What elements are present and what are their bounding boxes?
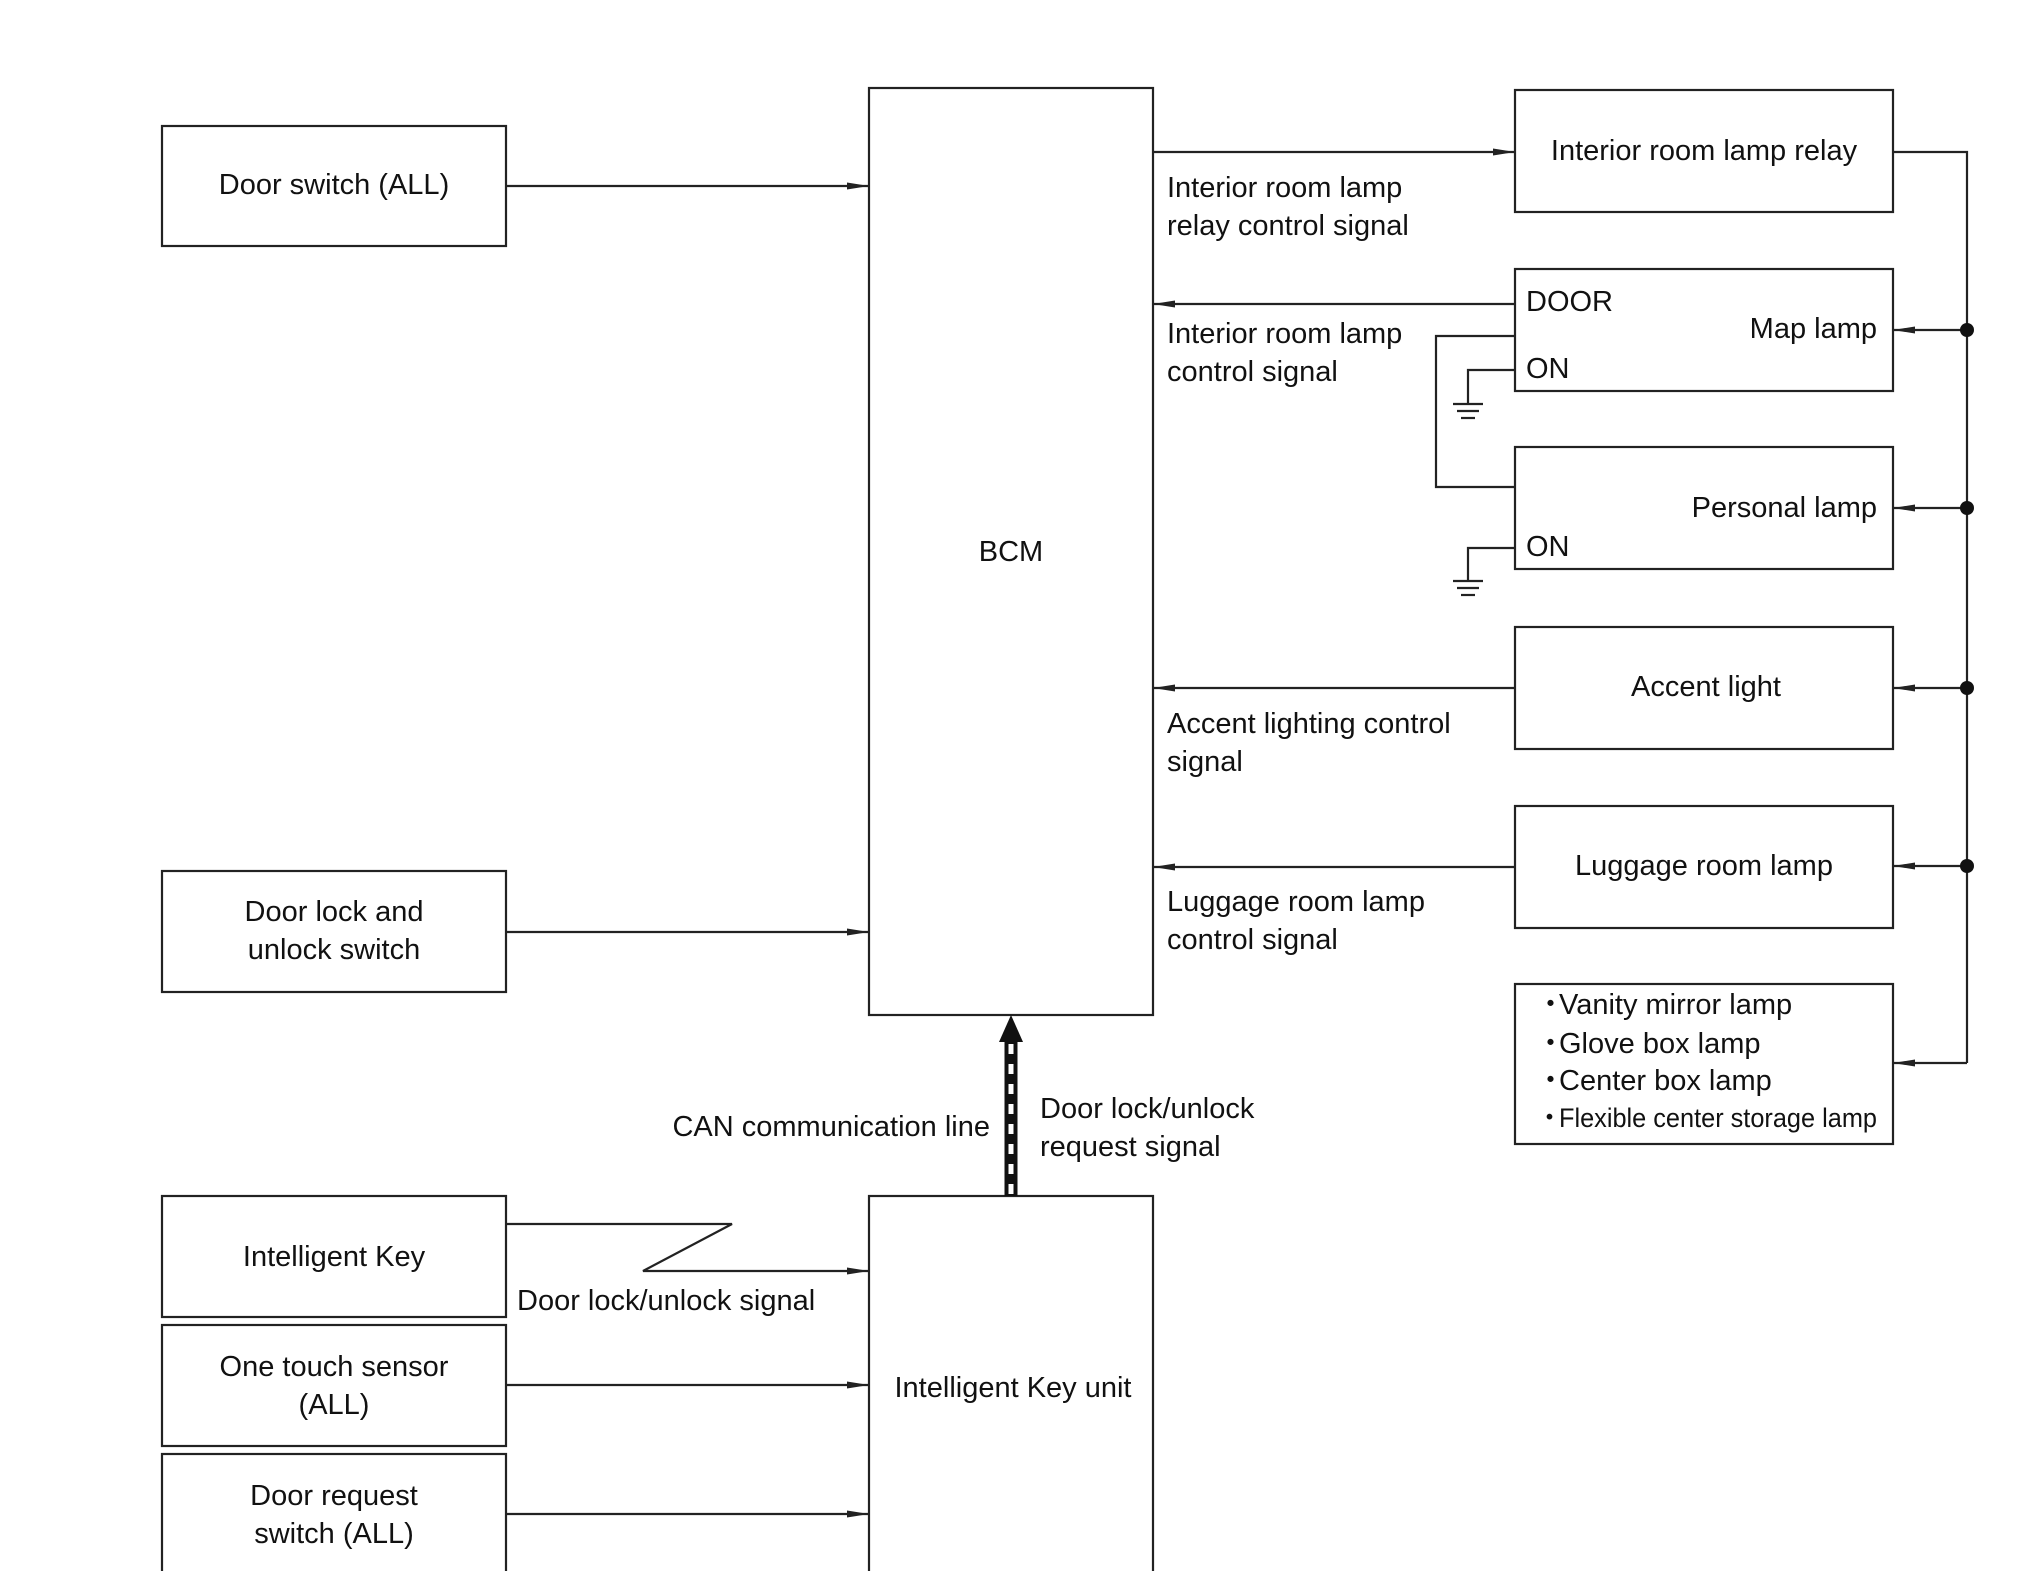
door-request-switch-label-2: switch (ALL) [254, 1518, 414, 1550]
junction-dot [1960, 323, 1974, 337]
other-lamp-item: Center box lamp [1559, 1065, 1772, 1097]
junction-dot [1960, 681, 1974, 695]
other-lamps-block: ・ Vanity mirror lamp ・ Glove box lamp ・ … [1513, 982, 1895, 1146]
other-lamp-bullet: ・ [1536, 1103, 1563, 1133]
relay-control-signal-label-1: Interior room lamp [1167, 172, 1402, 204]
door-request-switch-label-1: Door request [250, 1480, 418, 1512]
interior-lamp-control-signal-label-2: control signal [1167, 356, 1338, 388]
luggage-room-lamp-block: Luggage room lamp [1513, 804, 1895, 930]
personal-lamp-ground-icon [1453, 546, 1515, 597]
accent-light-block: Accent light [1513, 625, 1895, 751]
intelligent-key-radio-signal-arrow [506, 1222, 869, 1275]
luggage-room-lamp-label: Luggage room lamp [1575, 850, 1833, 882]
personal-lamp-label: Personal lamp [1692, 492, 1877, 524]
interior-room-lamp-relay-label: Interior room lamp relay [1551, 135, 1858, 167]
junction-dot [1960, 859, 1974, 873]
personal-lamp-block: Personal lamp ON [1513, 445, 1895, 571]
door-lock-unlock-switch-block: Door lock and unlock switch [160, 869, 508, 994]
map-lamp-label: Map lamp [1750, 313, 1877, 345]
interior-lamp-control-signal-label-1: Interior room lamp [1167, 318, 1402, 350]
door-switch-block: Door switch (ALL) [160, 124, 508, 248]
can-communication-line [999, 1015, 1023, 1196]
door-switch-label: Door switch (ALL) [219, 169, 449, 201]
accent-control-signal-label-1: Accent lighting control [1167, 708, 1451, 740]
other-lamp-item: Flexible center storage lamp [1559, 1103, 1877, 1133]
other-lamp-bullet: ・ [1536, 1065, 1565, 1097]
personal-lamp-on-terminal: ON [1526, 531, 1570, 563]
one-touch-sensor-label-2: (ALL) [299, 1389, 370, 1421]
relay-control-signal-label-2: relay control signal [1167, 210, 1409, 242]
door-lock-unlock-request-signal-label-2: request signal [1040, 1131, 1221, 1163]
map-lamp-ground-icon [1453, 368, 1515, 420]
other-lamp-bullet: ・ [1536, 989, 1565, 1021]
bcm-label: BCM [979, 536, 1043, 568]
intelligent-key-unit-label: Intelligent Key unit [895, 1372, 1132, 1404]
intelligent-key-unit-block: Intelligent Key unit [867, 1194, 1155, 1571]
luggage-control-signal-label-2: control signal [1167, 924, 1338, 956]
luggage-control-signal-label-1: Luggage room lamp [1167, 886, 1425, 918]
can-communication-line-label: CAN communication line [672, 1111, 990, 1143]
accent-control-signal-label-2: signal [1167, 746, 1243, 778]
junction-dot [1960, 501, 1974, 515]
door-lock-unlock-switch-label-2: unlock switch [248, 934, 420, 966]
other-lamp-item: Vanity mirror lamp [1559, 989, 1792, 1021]
door-request-switch-block: Door request switch (ALL) [160, 1452, 508, 1571]
map-lamp-door-terminal: DOOR [1526, 286, 1613, 318]
door-lock-unlock-signal-label: Door lock/unlock signal [517, 1285, 815, 1317]
map-personal-lamp-link-wire [1434, 334, 1515, 489]
door-lock-unlock-switch-label-1: Door lock and [245, 896, 424, 928]
map-lamp-on-terminal: ON [1526, 353, 1570, 385]
one-touch-sensor-label-1: One touch sensor [220, 1351, 449, 1383]
interior-room-lamp-relay-block: Interior room lamp relay [1513, 88, 1895, 214]
intelligent-key-block: Intelligent Key [160, 1194, 508, 1319]
one-touch-sensor-block: One touch sensor (ALL) [160, 1323, 508, 1448]
map-lamp-block: DOOR Map lamp ON [1513, 267, 1895, 393]
intelligent-key-label: Intelligent Key [243, 1241, 426, 1273]
other-lamp-bullet: ・ [1536, 1028, 1565, 1060]
bcm-block: BCM [867, 86, 1155, 1017]
door-lock-unlock-request-signal-label-1: Door lock/unlock [1040, 1093, 1255, 1125]
accent-light-label: Accent light [1631, 671, 1781, 703]
relay-output-bus-wire [1893, 150, 1969, 1063]
other-lamp-item: Glove box lamp [1559, 1028, 1761, 1060]
